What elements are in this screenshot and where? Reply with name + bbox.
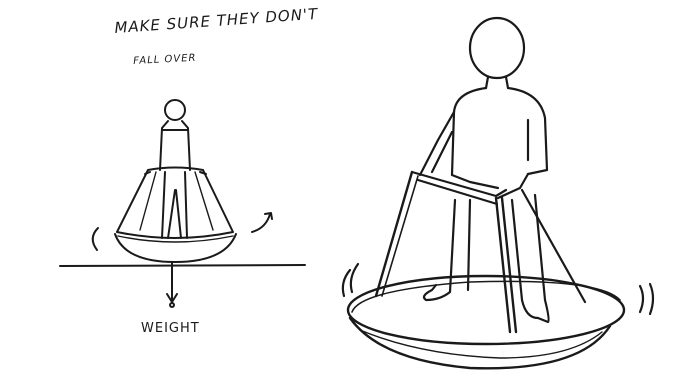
frame-front-left [376, 172, 412, 296]
small-legs [162, 172, 187, 238]
frame-front-left-2 [382, 176, 418, 296]
large-arm-left [420, 112, 454, 175]
weight-arrow [167, 262, 177, 303]
large-leg-right [512, 195, 549, 322]
rock-arrow-left [93, 228, 98, 250]
large-figure [343, 18, 653, 368]
rock-arrow-right [252, 213, 272, 232]
small-shade-band [145, 172, 206, 174]
motion-marks-right [640, 284, 653, 314]
small-figure [60, 100, 305, 307]
large-arm-right [498, 120, 528, 198]
small-torso [160, 121, 190, 170]
small-head [165, 100, 185, 120]
weight-dot [170, 303, 174, 307]
motion-marks-left [343, 264, 358, 296]
ground-line [60, 265, 305, 266]
small-bowl-rim [118, 236, 233, 242]
large-torso [452, 88, 547, 175]
small-shade [117, 168, 233, 239]
large-head [470, 18, 524, 78]
